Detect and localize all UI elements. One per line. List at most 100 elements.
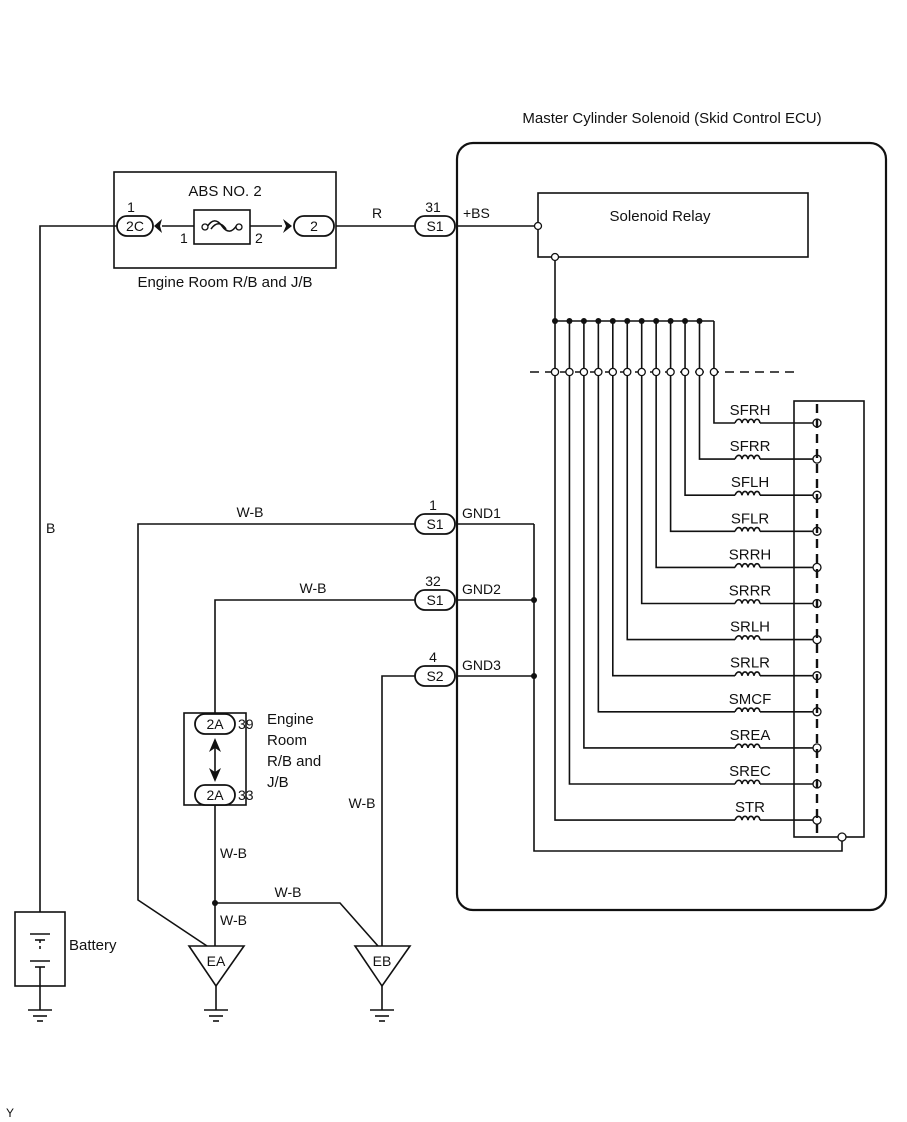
junction-dot <box>566 318 573 324</box>
solenoid-label: SRLH <box>730 619 770 636</box>
coil-icon <box>734 635 761 640</box>
svg-text:S1: S1 <box>426 592 443 608</box>
solenoid-label: SRRH <box>729 546 772 563</box>
solenoid-wire <box>655 321 735 569</box>
solenoid-wire <box>583 321 735 749</box>
terminal-circle <box>637 367 646 377</box>
svg-text:EB: EB <box>373 953 392 969</box>
terminal-circle <box>680 367 690 377</box>
solenoid-wire <box>554 321 735 821</box>
wire-color-gnd2: W-B <box>300 580 327 596</box>
solenoid-label: SRLR <box>730 655 770 672</box>
jb-label-line: Engine <box>267 711 314 728</box>
terminal-circle <box>623 367 632 377</box>
terminal-circle <box>651 367 661 377</box>
fuse-block-label: Engine Room R/B and J/B <box>137 274 312 291</box>
svg-text:1: 1 <box>429 497 437 513</box>
fuse-icon <box>206 220 238 232</box>
solenoid-wire <box>698 321 735 460</box>
solenoid-label: SMCF <box>729 691 772 708</box>
gnd3-label: GND3 <box>462 657 501 673</box>
wire-color-ea-drop: W-B <box>220 912 247 928</box>
svg-text:39: 39 <box>238 716 254 732</box>
solenoid-wire <box>611 321 735 677</box>
ground-point-ea: EA <box>187 945 246 1022</box>
terminal-circle <box>666 367 675 377</box>
junction-dot <box>682 318 689 324</box>
terminal-circle <box>608 367 618 377</box>
footer-code: Y <box>6 1106 14 1120</box>
fuse-label: ABS NO. 2 <box>188 183 261 200</box>
solenoid-wire <box>713 321 735 424</box>
wire-color-r: R <box>372 205 382 221</box>
fuse-pin-right: 2 <box>255 230 263 246</box>
junction-dot <box>638 318 645 324</box>
terminal-arrow-icon <box>283 219 292 233</box>
junction-dot <box>624 318 631 324</box>
solenoid-label: SFRR <box>730 438 771 455</box>
gnd1-label: GND1 <box>462 505 501 521</box>
solenoid-wire <box>684 321 735 497</box>
solenoid-wire <box>626 321 735 641</box>
terminal-arrow-icon <box>209 768 221 782</box>
terminal-circle <box>695 367 704 377</box>
svg-text:2A: 2A <box>206 716 224 732</box>
coil-icon <box>734 526 761 532</box>
bs-terminal-label: +BS <box>463 205 490 221</box>
solenoid-wire <box>568 321 735 785</box>
coil-icon <box>734 490 761 496</box>
wire-color-jb-down: W-B <box>220 845 247 861</box>
fuse-block <box>113 171 337 269</box>
fuse-box <box>193 209 251 245</box>
solenoid-label: SREA <box>730 727 771 744</box>
terminal-circle <box>579 367 589 377</box>
terminal-circle <box>550 367 560 377</box>
ecu-title: Master Cylinder Solenoid (Skid Control E… <box>522 110 821 127</box>
coil-icon <box>734 454 761 460</box>
solenoid-label: SRRR <box>729 583 772 600</box>
solenoid-relay <box>537 192 809 258</box>
connector-2 <box>293 215 335 237</box>
fuse-pin-left: 1 <box>180 230 188 246</box>
terminal-circle <box>594 367 603 377</box>
junction-dot <box>595 318 602 324</box>
svg-text:S1: S1 <box>426 516 443 532</box>
jb-label-line: R/B and <box>267 753 321 770</box>
jb-label-line: J/B <box>267 774 289 791</box>
svg-text:EA: EA <box>207 953 226 969</box>
coil-icon <box>734 815 761 821</box>
coil-icon <box>734 418 761 424</box>
svg-text:S1: S1 <box>426 218 443 234</box>
coil-icon <box>734 562 761 568</box>
junction-dot <box>552 318 558 324</box>
svg-text:33: 33 <box>238 787 254 803</box>
terminal-circle <box>565 367 574 377</box>
svg-text:32: 32 <box>425 573 441 589</box>
gnd2-label: GND2 <box>462 581 501 597</box>
coil-icon <box>734 743 761 749</box>
junction-dot <box>580 318 587 324</box>
connector-2a-39 <box>194 713 236 735</box>
junction-dot <box>667 318 674 324</box>
ground-point-eb: EB <box>353 945 412 1022</box>
ecu-housing <box>455 141 888 912</box>
coil-icon <box>734 779 761 785</box>
ground-icon <box>28 1009 52 1022</box>
connector-s1-31 <box>414 215 456 237</box>
junction-dot <box>609 318 616 324</box>
battery-label: Battery <box>69 937 117 954</box>
terminal-circle <box>709 367 719 377</box>
terminal-arrow-icon <box>154 219 162 233</box>
wire-color-b: B <box>46 520 55 536</box>
coil-icon <box>734 598 761 604</box>
svg-text:4: 4 <box>429 649 437 665</box>
solenoid-wire <box>640 321 735 605</box>
svg-text:1: 1 <box>127 199 135 215</box>
solenoid-relay-label: Solenoid Relay <box>610 208 711 225</box>
battery-icon <box>30 933 50 1010</box>
solenoid-label: SFLR <box>731 510 770 527</box>
terminal-arrow-icon <box>209 738 221 752</box>
svg-text:2: 2 <box>310 218 318 234</box>
coil-icon <box>734 707 761 713</box>
coil-icon <box>734 671 761 677</box>
